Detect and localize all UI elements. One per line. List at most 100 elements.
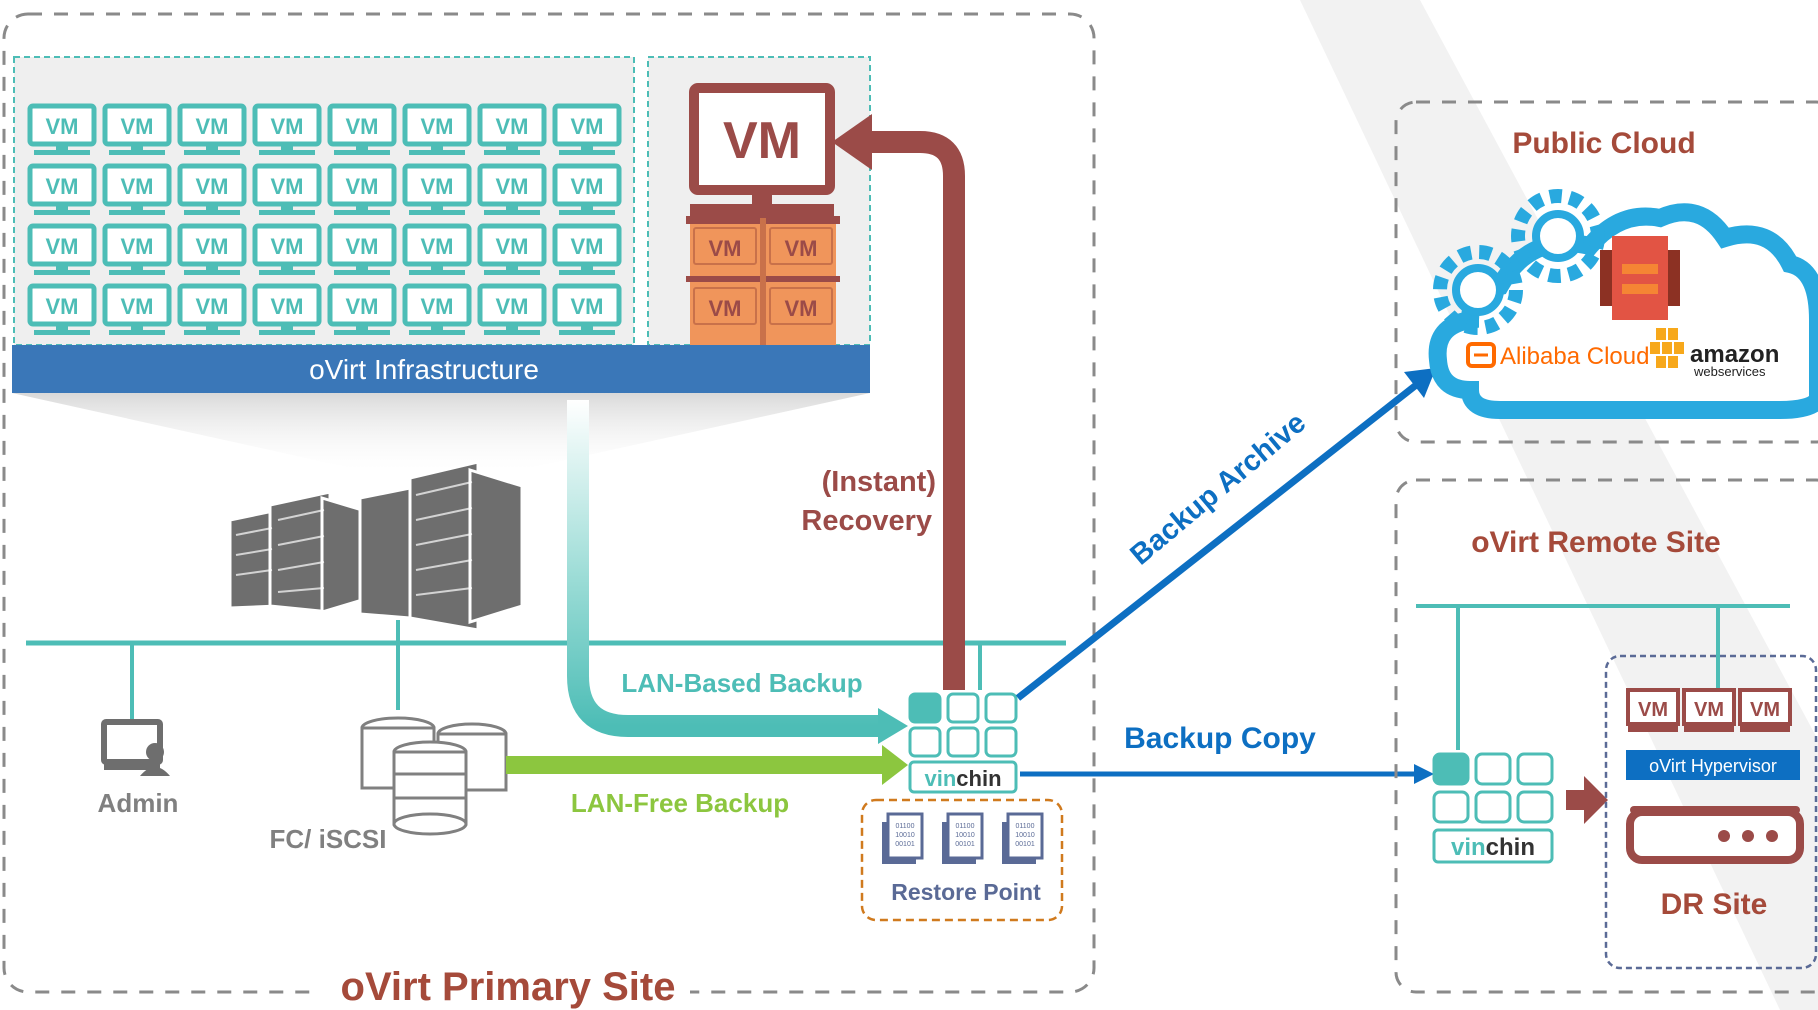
vm-label: VM — [196, 174, 229, 199]
vm-label: VM — [346, 234, 379, 259]
recovery-arrowhead — [832, 114, 872, 170]
vm-label: VM — [496, 234, 529, 259]
vm-monitor-icon: VM — [180, 226, 244, 275]
vm-label: VM — [46, 234, 79, 259]
restore-point-documents: 0110010010001010110010010001010110010010… — [882, 812, 1044, 864]
lan-based-label: LAN-Based Backup — [621, 668, 862, 698]
vm-label: VM — [421, 234, 454, 259]
backup-copy-arrowhead — [1414, 764, 1434, 784]
recovery-label-line1: (Instant) — [822, 466, 936, 498]
server-rack-icon — [228, 460, 524, 632]
vm-monitor-icon: VM — [180, 166, 244, 215]
remote-site-title: oVirt Remote Site — [1471, 526, 1721, 559]
vm-label: VM — [421, 294, 454, 319]
vm-monitor-icon: VM — [480, 166, 544, 215]
vm-label: VM — [346, 174, 379, 199]
vm-monitor-icon: VM — [30, 286, 94, 335]
vm-label: VM — [571, 294, 604, 319]
vm-monitor-icon: VM — [30, 166, 94, 215]
vm-label: VM — [196, 294, 229, 319]
vm-label: VM — [571, 114, 604, 139]
vm-label: VM — [121, 234, 154, 259]
infrastructure-bar — [12, 345, 870, 393]
vm-monitor-icon: VM — [255, 166, 319, 215]
vm-label: VM — [121, 294, 154, 319]
dr-site-box — [1604, 654, 1818, 970]
vm-monitor-icon: VM — [105, 166, 169, 215]
vinchin-logo-remote: vinchin — [1451, 834, 1535, 861]
vm-monitor-icon: VM — [330, 166, 394, 215]
vm-label: VM — [496, 114, 529, 139]
backup-archive-line — [1015, 379, 1423, 701]
storage-label: FC/ iSCSI — [269, 824, 386, 854]
vm-monitor-icon: VM — [105, 106, 169, 155]
backup-archive-arrowhead — [1404, 368, 1436, 398]
vm-monitor-icon: VM — [405, 286, 469, 335]
restored-vm-monitor-icon — [689, 83, 835, 216]
vm-monitor-icon: VM — [330, 226, 394, 275]
binary-text: 00101 — [895, 841, 915, 848]
vm-monitor-icon: VM — [330, 286, 394, 335]
vm-monitor-icon: VM — [555, 226, 619, 275]
binary-text: 10010 — [955, 832, 975, 839]
vinchin-node-remote — [1432, 752, 1554, 864]
amazon-label: amazon — [1690, 341, 1779, 368]
dr-vm-label-2: VM — [1694, 699, 1724, 721]
aws-boxes-icon — [1650, 328, 1684, 368]
public-cloud-border — [1394, 100, 1818, 444]
server-rack-lines — [235, 481, 473, 596]
vm-label: VM — [196, 234, 229, 259]
vm-label: VM — [496, 174, 529, 199]
aws-sub-label: webservices — [1693, 364, 1766, 379]
vm-label: VM — [271, 234, 304, 259]
recovery-flow-line — [870, 131, 965, 690]
orange-vm-label-2: VM — [785, 236, 818, 261]
vm-monitor-icon: VM — [255, 106, 319, 155]
gear-icon — [1433, 189, 1605, 335]
vm-label: VM — [271, 294, 304, 319]
vm-monitor-icon: VM — [255, 226, 319, 275]
restore-point-box — [860, 798, 1064, 922]
vm-monitor-icon: VM — [405, 106, 469, 155]
vm-label: VM — [121, 114, 154, 139]
vinchin-node-primary — [908, 692, 1018, 794]
binary-text: 01100 — [896, 823, 915, 830]
recovery-label-line2: Recovery — [801, 505, 932, 537]
vm-monitor-icon: VM — [555, 286, 619, 335]
lan-free-flow-line — [506, 756, 886, 774]
vm-label: VM — [46, 114, 79, 139]
vm-monitor-icon: VM — [105, 286, 169, 335]
backup-copy-label: Backup Copy — [1124, 722, 1316, 755]
alibaba-cloud-logo — [1466, 342, 1496, 368]
binary-text: 01100 — [956, 823, 975, 830]
vm-monitor-icon: VM — [555, 166, 619, 215]
admin-label: Admin — [98, 788, 179, 818]
orange-vm-label-1: VM — [709, 236, 742, 261]
hypervisor-label: oVirt Hypervisor — [1649, 756, 1777, 776]
hypervisor-bar — [1626, 750, 1800, 780]
vm-monitor-icon: VM — [30, 106, 94, 155]
orange-vm-label-3: VM — [709, 296, 742, 321]
vm-monitor-icon: VM — [480, 286, 544, 335]
dr-site-label: DR Site — [1661, 888, 1768, 921]
dr-appliance-icon — [1626, 806, 1804, 864]
orange-vm-stack — [686, 216, 840, 346]
vm-monitor-icon: VM — [330, 106, 394, 155]
binary-text: 01100 — [1016, 823, 1035, 830]
vm-monitor-icon: VM — [180, 286, 244, 335]
lan-free-label: LAN-Free Backup — [571, 788, 789, 818]
public-cloud-title: Public Cloud — [1512, 127, 1695, 160]
vm-label: VM — [196, 114, 229, 139]
alibaba-cloud-label: Alibaba Cloud — [1500, 343, 1649, 370]
vm-label: VM — [46, 174, 79, 199]
vm-label: VM — [121, 174, 154, 199]
vm-label: VM — [496, 294, 529, 319]
vm-monitor-icon: VM — [180, 106, 244, 155]
vm-monitor-icon: VM — [30, 226, 94, 275]
dr-transfer-arrow — [1566, 776, 1608, 824]
infrastructure-beam — [12, 393, 870, 470]
vm-monitor-icon: VM — [405, 226, 469, 275]
